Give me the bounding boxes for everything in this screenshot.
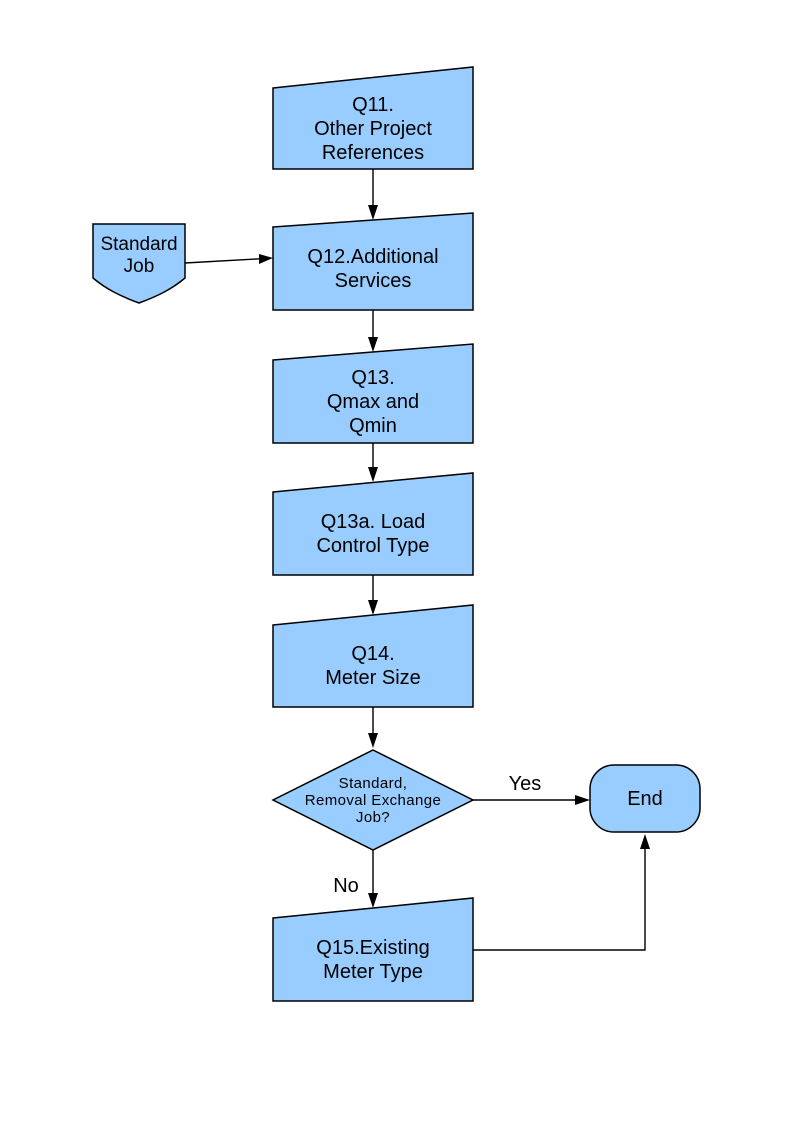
q14-label-line: Meter Size [325,667,421,689]
q14-shape [272,604,474,708]
q13-shape [272,343,474,444]
edge-label-yes: Yes [508,772,542,795]
edge-label-no: No [333,874,359,897]
q13a-label-line: Control Type [316,534,430,557]
arrowhead-q12-q13 [368,337,378,352]
q12-label: Q12.Additional Services [273,227,473,310]
q15-label-line: Meter Type [323,960,423,983]
arrowhead-q11-q12 [368,205,378,220]
standard-job-label-line: Standard [100,234,178,255]
end-label: End [590,765,700,832]
q11-label-line: References [321,141,425,164]
q12-label-line: Services [334,269,412,292]
q13-label-line: Q13. [351,366,395,389]
q15-label: Q15.Existing Meter Type [273,918,473,1001]
arrowhead-decision-end [575,795,590,805]
edge-standardjob-to-q12 [184,254,273,264]
standard-job-shape [92,223,186,304]
q13a-label: Q13a. Load Control Type [273,492,473,575]
q11-label: Q11. Other Project References [273,88,473,169]
q13-label: Q13. Qmax and Qmin [273,360,473,443]
edge-q13a-to-q14 [368,575,378,615]
q15-label-line: Q15.Existing [316,936,430,959]
q13-label-line: Qmax and [326,390,420,413]
q11-label-line: Q11. [352,93,394,116]
decision-label: Standard, Removal Exchange Job? [283,770,463,830]
q14-label: Q14. Meter Size [273,625,473,707]
arrowhead-q13-q13a [368,467,378,482]
q15-shape [272,897,474,1002]
arrowhead-standardjob-q12 [259,254,273,264]
arrowhead-q15-end [640,834,650,849]
arrowhead-decision-q15 [368,893,378,908]
q13a-label-line: Q13a. Load [320,510,426,533]
decision-label-line: Standard, [338,774,408,792]
edge-q11-to-q12 [368,169,378,220]
standard-job-label: Standard Job [93,224,185,288]
q13a-shape [272,472,474,576]
standard-job-label-line: Job [123,256,155,277]
end-terminator-shape [589,764,701,833]
q11-label-line: Other Project [314,117,432,140]
q12-shape [272,212,474,311]
q11-shape [272,66,474,170]
edge-decision-to-q15-no [368,850,378,908]
q12-label-line: Q12.Additional [307,245,439,268]
edge-q13-to-q13a [368,443,378,482]
end-label-line: End [627,787,663,810]
edge-q15-to-end [473,834,650,951]
edge-q14-to-decision [368,707,378,748]
decision-label-line: Job? [355,808,391,826]
arrowhead-q13a-q14 [368,600,378,615]
decision-label-line: Removal Exchange [304,791,442,809]
edge-q12-to-q13 [368,310,378,352]
arrowhead-q14-decision [368,733,378,748]
edge-decision-to-end-yes [473,795,590,805]
q14-label-line: Q14. [351,643,395,665]
q13-label-line: Qmin [349,414,397,437]
